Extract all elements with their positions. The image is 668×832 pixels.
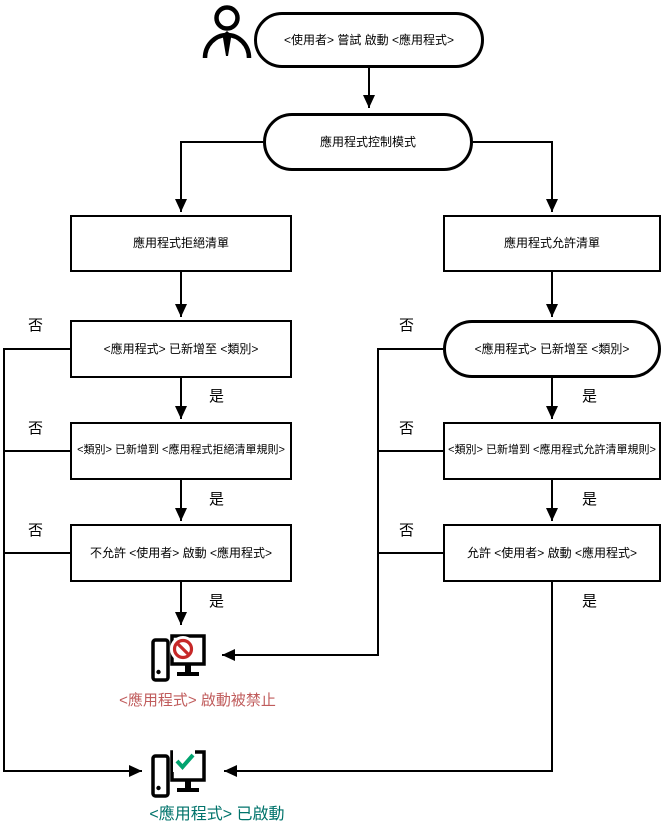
label-yes-deny-category: 是 (207, 385, 227, 406)
node-allowlist-category-check: <應用程式> 已新增至 <類別> (443, 320, 661, 378)
node-allowlist-rule-check: <類別> 已新增到 <應用程式允許清單規則> (443, 422, 661, 480)
node-denylist-rule-check: <類別> 已新增到 <應用程式拒絕清單規則> (70, 422, 292, 480)
node-deny-start-action: 不允許 <使用者> 啟動 <應用程式> (70, 524, 292, 582)
started-outcome-label: <應用程式> 已啟動 (149, 806, 285, 823)
label-yes-deny-action: 是 (207, 590, 227, 611)
label-yes-allow-category: 是 (580, 385, 600, 406)
node-denylist: 應用程式拒絕清單 (70, 215, 292, 272)
node-allow-start-action: 允許 <使用者> 啟動 <應用程式> (443, 524, 661, 582)
node-denylist-category-check: <應用程式> 已新增至 <類別> (70, 320, 292, 378)
label-no-deny-action: 否 (26, 519, 46, 540)
label-yes-allow-action: 是 (580, 590, 600, 611)
node-control-mode: 應用程式控制模式 (263, 113, 473, 171)
label-no-allow-action: 否 (397, 519, 417, 540)
node-start: <使用者> 嘗試 啟動 <應用程式> (254, 12, 484, 68)
connector-deny-no-to-started (3, 348, 142, 777)
label-yes-deny-rule: 是 (207, 488, 227, 509)
label-yes-allow-rule: 是 (580, 488, 600, 509)
label-no-allow-category: 否 (397, 314, 417, 335)
blocked-outcome-label: <應用程式> 啟動被禁止 (119, 692, 276, 709)
computer-started-icon (151, 749, 206, 798)
label-no-allow-rule: 否 (397, 417, 417, 438)
node-allowlist: 應用程式允許清單 (443, 215, 661, 272)
label-no-deny-category: 否 (26, 314, 46, 335)
prohibition-slash (176, 642, 190, 656)
computer-blocked-icon (151, 634, 206, 682)
label-no-deny-rule: 否 (26, 417, 46, 438)
connector-allow-no-to-blocked (222, 348, 443, 661)
user-icon (202, 5, 252, 59)
connector-mode-to-denylist (175, 141, 263, 212)
connector-mode-to-allowlist (473, 141, 558, 212)
check-mark (175, 753, 195, 770)
connector-allow-action-yes-to-started (224, 582, 553, 777)
